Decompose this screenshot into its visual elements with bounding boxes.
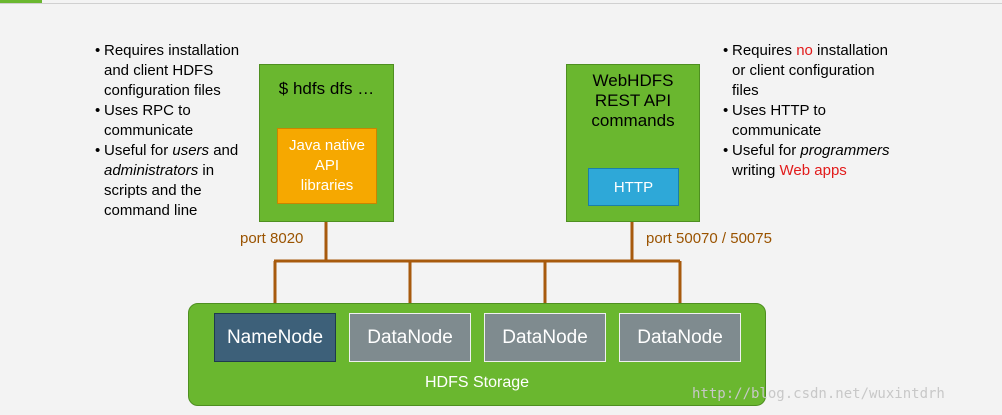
right-notes-text: installation or client configuration fil… <box>732 42 888 99</box>
left-notes-text: Useful for <box>104 142 173 159</box>
right-notes-item-3: Useful for programmers writing Web apps <box>723 141 893 181</box>
left-notes-text: users <box>172 142 210 159</box>
datanode-box-1: DataNode <box>349 313 471 362</box>
right-notes-text: writing <box>732 162 780 179</box>
left-notes-item-1: Requires installation and client HDFS co… <box>95 41 255 101</box>
webhdfs-features-list: Requires no installation or client confi… <box>723 41 893 181</box>
java-native-api-box: Java native API libraries <box>277 128 377 204</box>
webhdfs-title-line-2: REST API <box>594 91 672 110</box>
http-label: HTTP <box>613 178 654 196</box>
left-notes-item-3: Useful for users and administrators in s… <box>95 141 255 221</box>
left-notes-text: Uses RPC to communicate <box>104 102 194 139</box>
right-notes-text: programmers <box>800 142 890 159</box>
left-notes-text: and <box>209 142 239 159</box>
right-notes-text: Requires <box>732 42 797 59</box>
accent-tab <box>0 0 42 4</box>
hdfs-storage-label: HDFS Storage <box>424 374 530 391</box>
left-notes-text: administrators <box>104 162 199 179</box>
java-box-line-1: Java native <box>289 137 365 154</box>
java-box-line-2: API <box>314 157 340 174</box>
port-webhdfs-label: port 50070 / 50075 <box>646 230 772 247</box>
webhdfs-title-line-1: WebHDFS <box>592 71 674 90</box>
namenode-label: NameNode <box>226 326 324 348</box>
datanode-label-2: DataNode <box>502 326 588 348</box>
left-notes-item-2: Uses RPC to communicate <box>95 101 255 141</box>
namenode-box: NameNode <box>214 313 336 362</box>
watermark: http://blog.csdn.net/wuxintdrh <box>692 386 945 402</box>
right-notes-item-2: Uses HTTP to communicate <box>723 101 893 141</box>
http-box: HTTP <box>588 168 679 206</box>
cli-features-list: Requires installation and client HDFS co… <box>95 41 255 221</box>
left-notes-text: in scripts and the command line <box>104 162 215 219</box>
right-notes-text: no <box>796 42 813 59</box>
cli-command-title: $ hdfs dfs … <box>278 79 375 98</box>
right-notes-item-1: Requires no installation or client confi… <box>723 41 893 101</box>
right-notes-text: Web apps <box>779 162 847 179</box>
webhdfs-title-line-3: commands <box>591 111 675 130</box>
left-notes-text: Requires installation and client HDFS co… <box>104 42 240 99</box>
datanode-label-1: DataNode <box>367 326 453 348</box>
top-edge-line <box>0 3 1002 4</box>
datanode-box-3: DataNode <box>619 313 741 362</box>
datanode-box-2: DataNode <box>484 313 606 362</box>
datanode-label-3: DataNode <box>637 326 723 348</box>
right-notes-text: Useful for <box>732 142 801 159</box>
right-notes-text: Uses HTTP to communicate <box>732 102 826 139</box>
port-8020-label: port 8020 <box>240 230 304 247</box>
java-box-line-3: libraries <box>300 177 354 194</box>
